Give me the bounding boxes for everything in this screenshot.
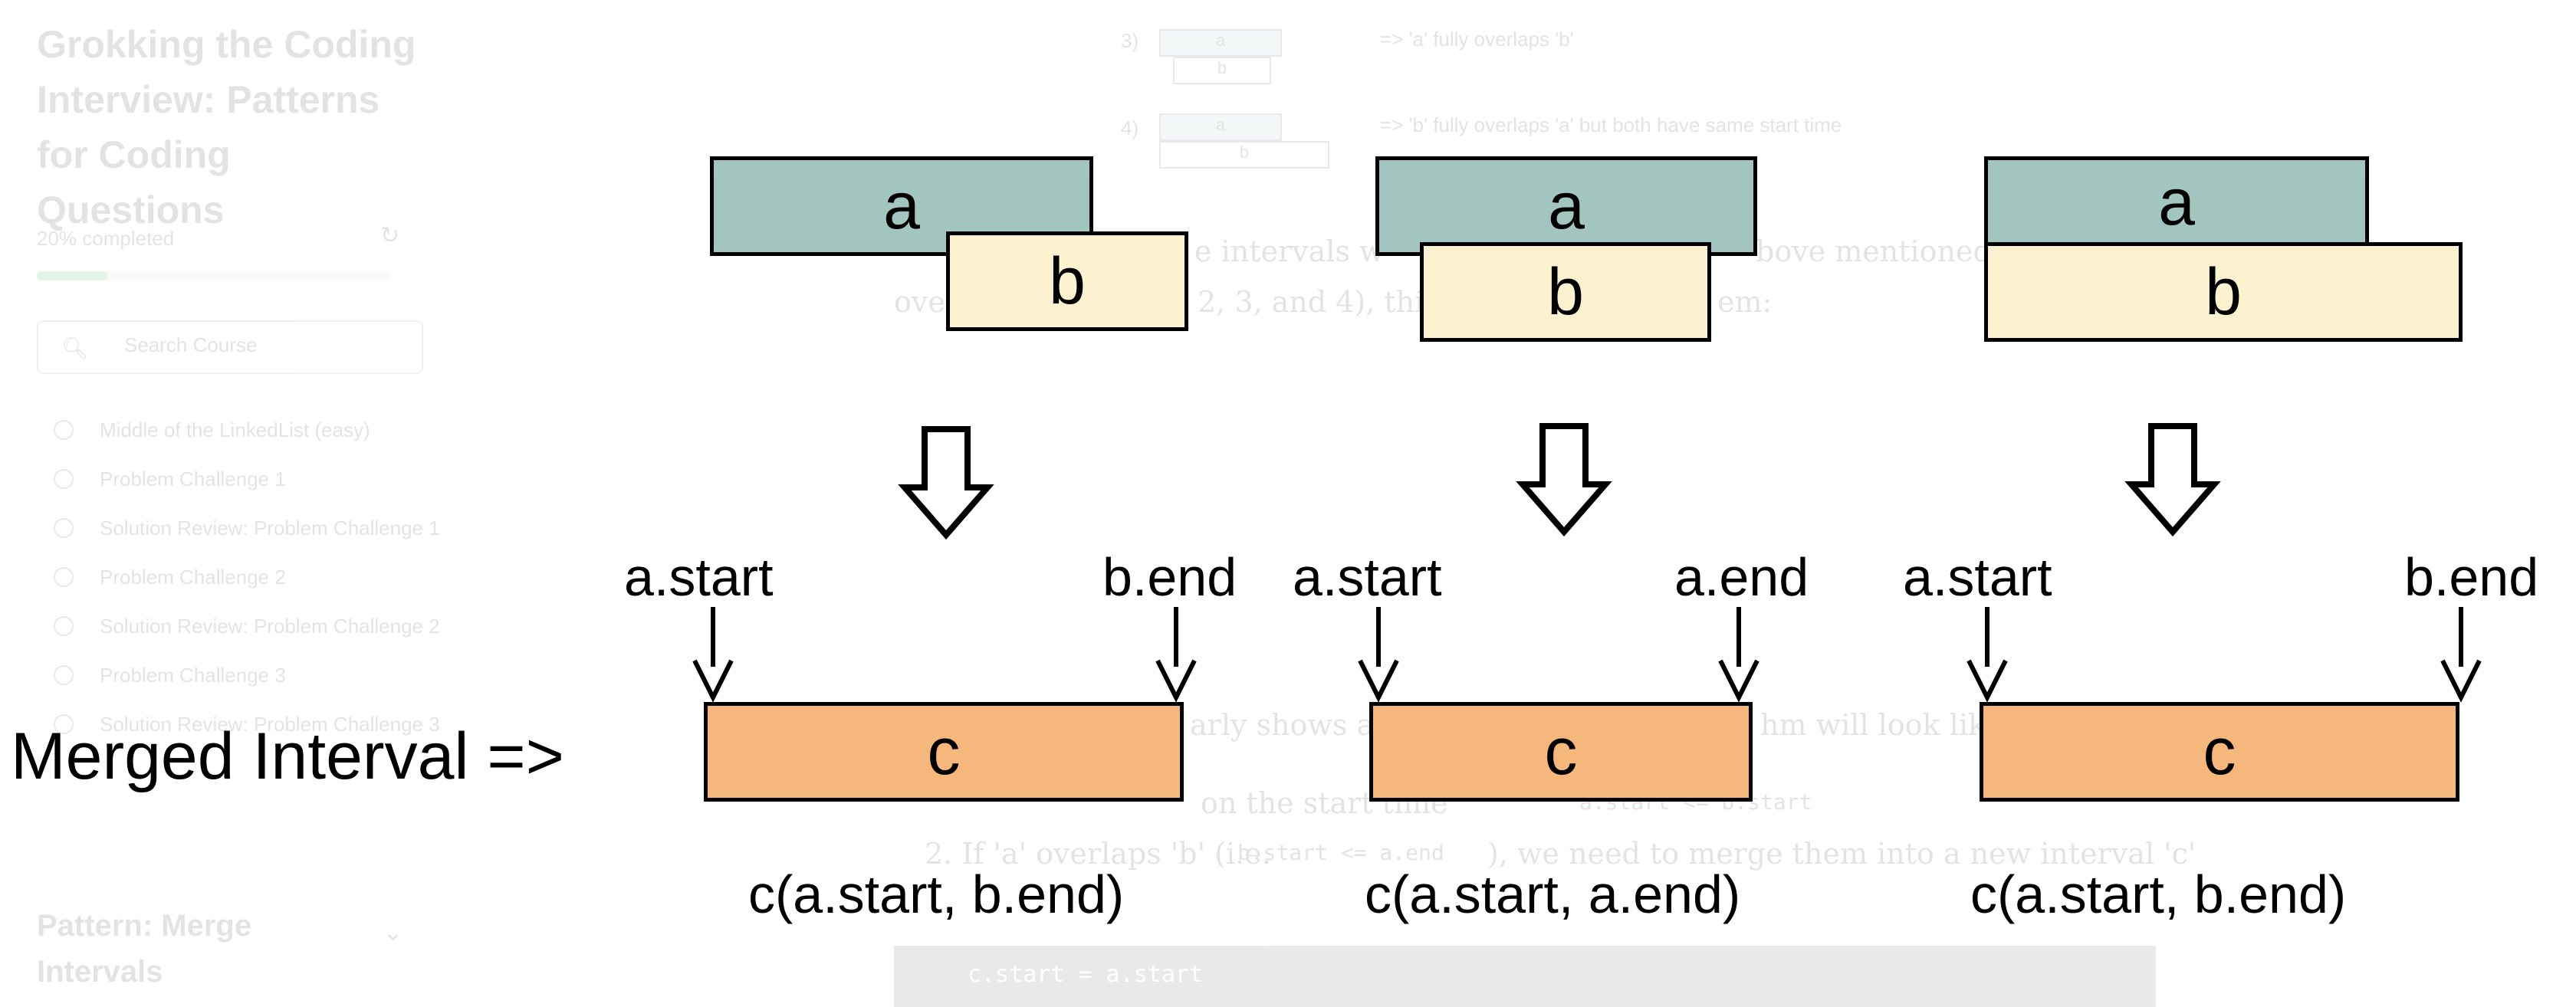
mini-interval-b: b xyxy=(1173,57,1271,84)
interval-a-box: a xyxy=(1984,156,2369,248)
start-label: a.start xyxy=(1293,547,1442,607)
interval-b-box: b xyxy=(1420,242,1711,342)
lesson-status-icon xyxy=(54,420,74,440)
interval-b-box: b xyxy=(946,231,1188,331)
progress-text: 20% completed xyxy=(37,227,175,250)
lesson-item[interactable]: Middle of the LinkedList (easy) xyxy=(46,414,445,446)
lesson-list: Middle of the LinkedList (easy) Problem … xyxy=(46,414,445,757)
step-text: ), we need to merge them into a new inte… xyxy=(1487,837,2196,871)
lesson-status-icon xyxy=(54,665,74,685)
end-label: b.end xyxy=(2404,547,2539,607)
start-label: a.start xyxy=(624,547,774,607)
interval-b-box: b xyxy=(1984,242,2463,342)
down-arrow-icon xyxy=(898,426,994,540)
start-label: a.start xyxy=(1903,547,2052,607)
paragraph-text: arly shows a xyxy=(1190,708,1375,742)
example-number: 4) xyxy=(1121,116,1139,139)
interval-c-box: c xyxy=(1369,702,1753,802)
lesson-label: Problem Challenge 3 xyxy=(100,664,286,687)
lesson-label: Solution Review: Problem Challenge 2 xyxy=(100,615,440,638)
merged-interval-label: Merged Interval => xyxy=(11,720,564,793)
mini-interval-b: b xyxy=(1159,141,1329,169)
pointer-arrow-icon xyxy=(1155,607,1197,703)
lesson-item[interactable]: Problem Challenge 3 xyxy=(46,659,445,691)
lesson-item[interactable]: Solution Review: Problem Challenge 3 xyxy=(46,708,445,740)
refresh-icon[interactable]: ↻ xyxy=(380,222,400,249)
end-label: b.end xyxy=(1102,547,1237,607)
example-description: => 'a' fully overlaps 'b' xyxy=(1380,28,1574,51)
progress-bar-fill xyxy=(37,271,107,280)
paragraph-text: e intervals w xyxy=(1194,235,1385,268)
lesson-status-icon xyxy=(54,469,74,489)
lesson-item[interactable]: Solution Review: Problem Challenge 1 xyxy=(46,512,445,544)
inline-code: b.start <= a.end xyxy=(1237,840,1444,865)
paragraph-text: 2, 3, and 4), this xyxy=(1198,285,1439,319)
search-input[interactable] xyxy=(123,333,402,358)
example-number: 3) xyxy=(1121,29,1139,52)
lesson-label: Middle of the LinkedList (easy) xyxy=(100,418,370,441)
pointer-arrow-icon xyxy=(2440,607,2482,703)
lesson-item[interactable]: Problem Challenge 1 xyxy=(46,463,445,495)
search-box[interactable]: 🔍︎ xyxy=(37,320,423,374)
mini-interval-a: a xyxy=(1159,29,1282,57)
pointer-arrow-icon xyxy=(1358,607,1399,703)
mini-interval-a: a xyxy=(1159,113,1282,141)
interval-c-box: c xyxy=(1980,702,2459,802)
merge-formula: c(a.start, b.end) xyxy=(1970,864,2347,924)
paragraph-text: hm will look like xyxy=(1760,708,2003,742)
lesson-status-icon xyxy=(54,518,74,538)
lesson-item[interactable]: Problem Challenge 2 xyxy=(46,561,445,593)
lesson-status-icon xyxy=(54,616,74,636)
pointer-arrow-icon xyxy=(1967,607,2008,703)
lesson-status-icon xyxy=(54,567,74,587)
lesson-label: Solution Review: Problem Challenge 1 xyxy=(100,517,440,540)
section-title[interactable]: Pattern: Merge Intervals xyxy=(37,909,252,989)
lesson-label: Solution Review: Problem Challenge 3 xyxy=(100,713,440,736)
merge-formula: c(a.start, a.end) xyxy=(1365,864,1741,924)
lesson-label: Problem Challenge 2 xyxy=(100,566,286,589)
chevron-down-icon[interactable]: ⌄ xyxy=(383,920,403,946)
down-arrow-icon xyxy=(2124,423,2221,537)
end-label: a.end xyxy=(1674,547,1809,607)
lesson-label: Problem Challenge 1 xyxy=(100,467,286,490)
pointer-arrow-icon xyxy=(692,607,734,703)
search-icon: 🔍︎ xyxy=(61,336,89,361)
interval-c-box: c xyxy=(704,702,1184,802)
step-text: 2. If 'a' overlaps 'b' (i.e. xyxy=(925,837,1271,871)
paragraph-text: ove xyxy=(894,285,945,319)
progress-bar xyxy=(37,271,389,280)
course-title[interactable]: Grokking the Coding Interview: Patterns … xyxy=(37,23,416,231)
paragraph-text: bove mentioned xyxy=(1756,235,1992,268)
paragraph-text: em: xyxy=(1717,285,1773,319)
code-block: c.start = a.start xyxy=(894,946,2156,1007)
code-line: c.start = a.start xyxy=(968,961,1204,988)
merge-formula: c(a.start, b.end) xyxy=(748,864,1125,924)
interval-a-box: a xyxy=(1375,156,1757,256)
pointer-arrow-icon xyxy=(1718,607,1760,703)
lesson-item[interactable]: Solution Review: Problem Challenge 2 xyxy=(46,610,445,642)
lesson-status-icon xyxy=(54,714,74,734)
down-arrow-icon xyxy=(1516,423,1612,537)
example-description: => 'b' fully overlaps 'a' but both have … xyxy=(1380,113,1842,136)
